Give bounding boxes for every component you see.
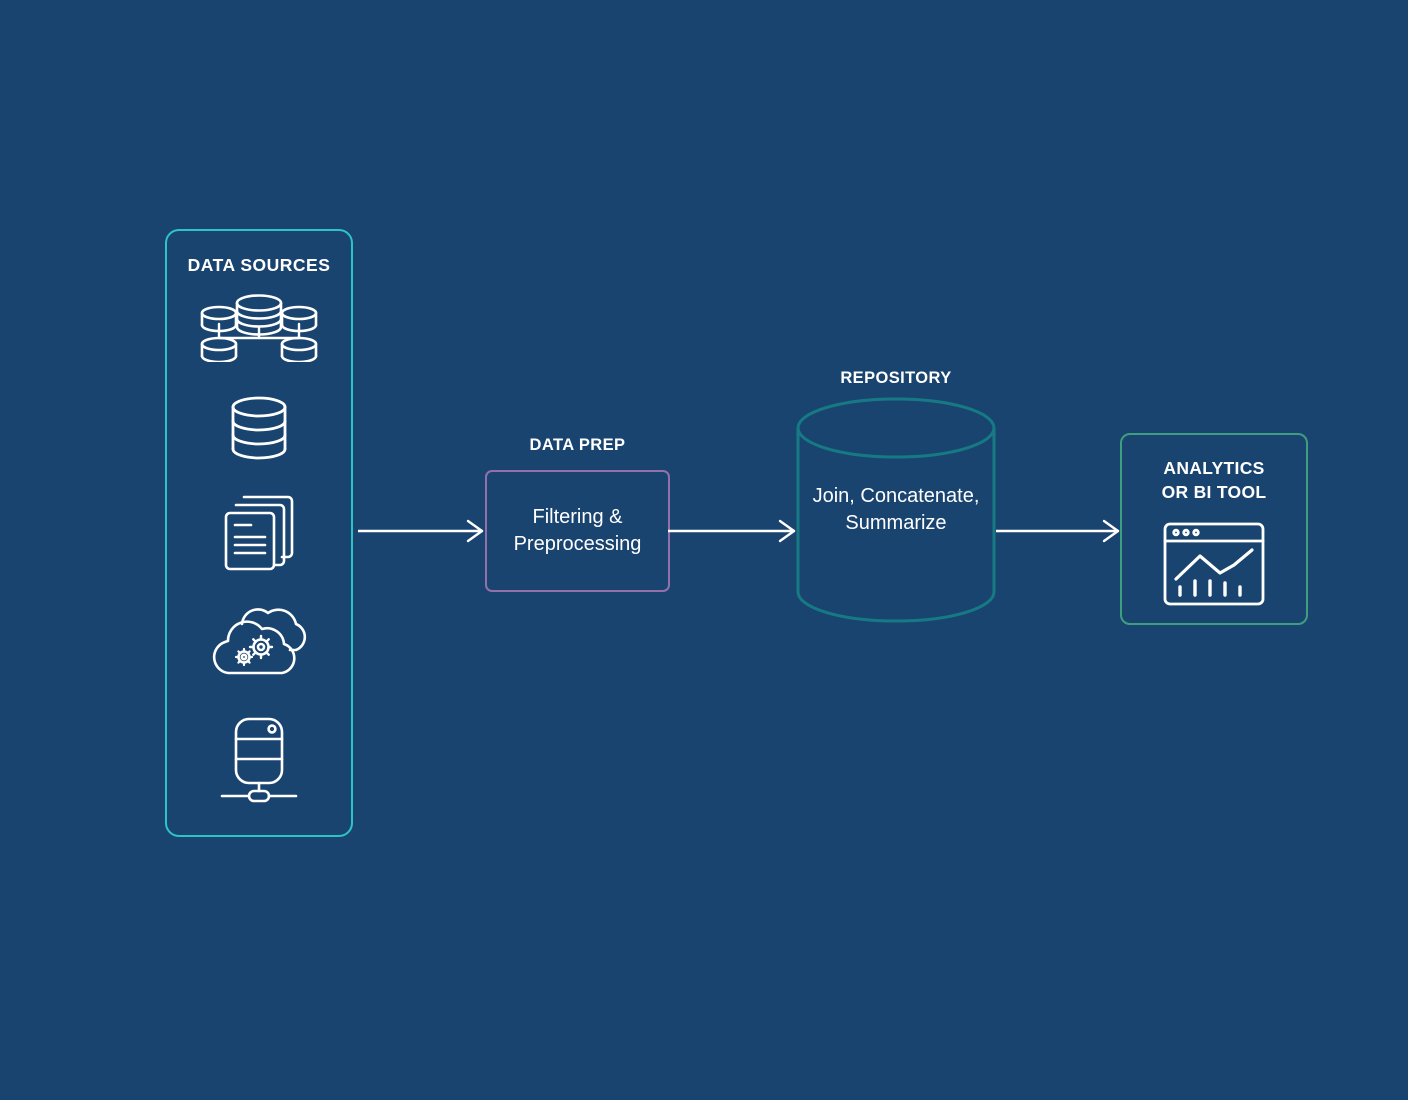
repository-text-line1: Join, Concatenate, (812, 485, 980, 507)
data-sources-title: DATA SOURCES (187, 255, 331, 275)
arrow-prep-to-repo (666, 516, 798, 546)
data-prep-label: DATA PREP (529, 436, 626, 454)
data-prep-text-line2: Preprocessing (513, 533, 642, 555)
data-prep-box: Filtering & Preprocessing (485, 470, 670, 592)
server-rack-icon (216, 715, 302, 808)
analytics-title-line1: ANALYTICS (1163, 458, 1265, 478)
data-prep-text: Filtering & Preprocessing (514, 504, 642, 558)
analytics-title-line2: OR BI TOOL (1161, 481, 1267, 502)
repository-text: Join, Concatenate, Summarize (795, 396, 997, 624)
analytics-bi-tool-title: ANALYTICS OR BI TOOL (1122, 457, 1306, 504)
repository-text-line2: Summarize (845, 512, 947, 534)
dashboard-chart-icon (1162, 521, 1266, 612)
repository-cylinder (795, 396, 997, 624)
arrow-sources-to-prep (356, 516, 486, 546)
analytics-bi-tool-box: ANALYTICS OR BI TOOL (1120, 433, 1308, 625)
cloud-gears-icon (206, 603, 312, 690)
data-prep-text-line1: Filtering & (532, 506, 623, 528)
database-network-icon (197, 294, 321, 367)
data-sources-panel: DATA SOURCES (165, 229, 353, 837)
arrow-repo-to-bi (994, 516, 1122, 546)
documents-icon (220, 492, 298, 577)
database-icon (226, 394, 292, 467)
repository-label: REPOSITORY (840, 369, 952, 387)
